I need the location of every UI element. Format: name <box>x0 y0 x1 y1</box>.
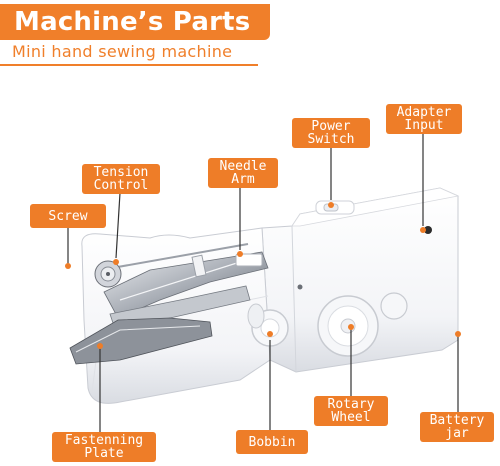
leader-dots <box>65 202 461 349</box>
label-battery-jar: Battery jar <box>420 412 494 442</box>
label-adapter-input: Adapter Input <box>386 104 462 134</box>
label-bobbin: Bobbin <box>236 430 308 454</box>
tension-control-knob <box>94 260 122 288</box>
rotary-wheel <box>317 295 379 357</box>
power-switch <box>315 200 355 215</box>
page-subtitle: Mini hand sewing machine <box>12 42 233 61</box>
label-tension-control: Tension Control <box>82 164 160 194</box>
label-fastenning-plate: Fastenning Plate <box>52 432 156 462</box>
fastening-plate <box>69 317 213 365</box>
label-power-switch: Power Switch <box>292 118 370 148</box>
subtitle-underline <box>0 64 258 66</box>
label-rotary-wheel: Rotary Wheel <box>314 396 388 426</box>
body-screw <box>297 284 303 290</box>
label-screw: Screw <box>30 204 106 228</box>
page-title: Machine’s Parts <box>0 4 270 40</box>
side-button <box>380 292 408 320</box>
machine-main-body <box>261 187 460 373</box>
label-needle-arm: Needle Arm <box>208 158 278 188</box>
adapter-input-port <box>424 226 432 234</box>
leader-lines <box>67 134 459 432</box>
